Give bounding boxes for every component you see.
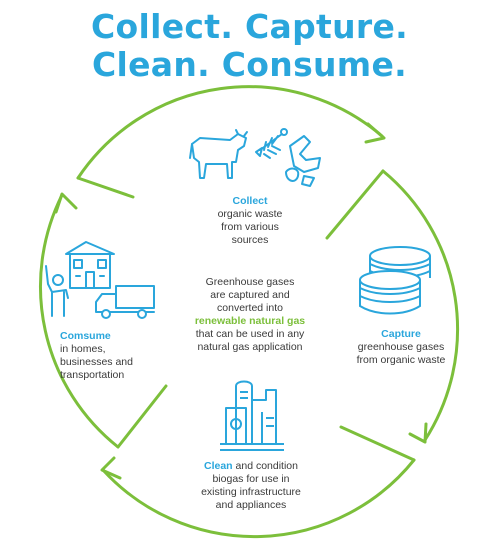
arrow-top: [76, 85, 384, 180]
person-waving-icon: [45, 265, 69, 317]
arrow-bottom: [101, 458, 416, 539]
consume-line-2: businesses and: [60, 356, 133, 368]
center-line-4: that can be used in any: [195, 328, 305, 340]
collect-line-1: organic waste: [217, 208, 283, 220]
title-line-2: Clean. Consume.: [91, 45, 408, 84]
notch-left: [116, 384, 168, 449]
capture-heading: Capture: [381, 328, 421, 340]
center-line-2: are captured and: [210, 289, 290, 301]
consume-heading: Comsume: [60, 330, 111, 342]
notch-top-left: [76, 176, 135, 199]
food-scraps-icon: [285, 135, 321, 187]
center-line-1: Greenhouse gases: [205, 276, 295, 288]
center-line-5: natural gas application: [197, 341, 303, 353]
clean-line-2: biogas for use in: [212, 473, 290, 485]
arrow-bottom-head: [100, 456, 122, 480]
processing-plant-icon: [220, 380, 284, 451]
title-line-1: Collect. Capture.: [91, 7, 408, 46]
notch-right: [325, 169, 385, 240]
collect-icons: [189, 128, 321, 187]
clean-line-4: and appliances: [215, 499, 287, 511]
consume-text: Comsume in homes, businesses and transpo…: [60, 330, 170, 382]
truck-icon: [95, 285, 155, 319]
arrow-left-head: [54, 192, 78, 214]
fish-bone-icon: [255, 128, 288, 159]
consume-line-3: transportation: [60, 369, 125, 381]
arrow-left: [38, 193, 120, 449]
capture-text: Capture greenhouse gases from organic wa…: [336, 328, 466, 367]
clean-line-1-rest: and condition: [232, 460, 298, 472]
clean-text: Clean and condition biogas for use in ex…: [180, 460, 322, 512]
collect-line-3: sources: [231, 234, 269, 246]
house-icon: [65, 241, 115, 289]
arrow-right-head: [408, 422, 428, 444]
collect-heading: Collect: [232, 195, 268, 207]
center-line-3: converted into: [217, 302, 283, 314]
arrow-right: [381, 169, 460, 442]
notch-bottom: [339, 425, 416, 462]
center-highlight: renewable natural gas: [194, 315, 306, 327]
storage-tanks-icon: [359, 246, 431, 315]
collect-line-2: from various: [221, 221, 279, 233]
capture-line-1: greenhouse gases: [357, 341, 445, 353]
consume-icons: [45, 241, 155, 319]
clean-line-3: existing infrastructure: [201, 486, 301, 498]
consume-line-1: in homes,: [60, 343, 106, 355]
center-text: Greenhouse gases are captured and conver…: [168, 276, 332, 354]
cow-icon: [189, 129, 248, 179]
capture-line-2: from organic waste: [356, 354, 446, 366]
arrow-top-head: [364, 122, 386, 144]
clean-heading: Clean: [204, 460, 233, 472]
collect-text: Collect organic waste from various sourc…: [190, 195, 310, 247]
clean-line-1: Clean and condition: [180, 460, 322, 473]
